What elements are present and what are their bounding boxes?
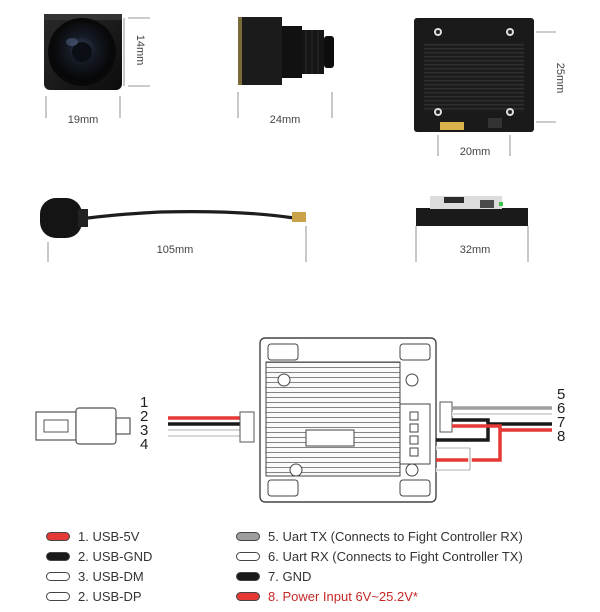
camera-side-length-label: 24mm: [269, 114, 301, 126]
legend-label: 7. GND: [268, 568, 312, 584]
wire-color-swatch: [46, 551, 70, 561]
legend-item: 6. Uart RX (Connects to Fight Controller…: [236, 547, 523, 565]
camera-front-width-label: 19mm: [67, 114, 99, 126]
legend-item: 2. USB-GND: [46, 547, 152, 565]
legend-label: 5. Uart TX (Connects to Fight Controller…: [268, 528, 523, 544]
vtx-width-label: 20mm: [459, 146, 491, 158]
pin-number: 4: [140, 436, 149, 453]
legend-item: 7. GND: [236, 567, 311, 585]
wire-color-swatch: [46, 571, 70, 581]
vtx-board-outline: [259, 337, 453, 503]
uart-wire-bundle: [436, 406, 552, 472]
legend-item: 3. USB-DM: [46, 567, 144, 585]
pin-number: 8: [557, 428, 566, 445]
legend-label: 3. USB-DM: [78, 568, 144, 584]
vtx-height-label: 25mm: [554, 62, 566, 94]
camera-side-view: [237, 17, 334, 118]
usb-wire-bundle: [168, 411, 255, 443]
legend-label: 2. USB-GND: [78, 548, 153, 564]
pin-number: 3: [140, 422, 149, 439]
pin-number: 7: [557, 414, 566, 431]
vtx-side-width-label: 32mm: [459, 244, 491, 256]
vtx-side-view: [415, 196, 529, 262]
pin-number: 6: [557, 400, 566, 417]
pin-number: 5: [557, 386, 566, 403]
camera-front-view: [44, 14, 150, 118]
pin-number: 1: [140, 394, 149, 411]
legend-item: 5. Uart TX (Connects to Fight Controller…: [236, 527, 523, 545]
wire-color-swatch: [46, 591, 70, 601]
left-pin-numbers: 1 2 3 4: [140, 394, 154, 453]
camera-front-height-label: 14mm: [134, 34, 146, 66]
legend-label: 2. USB-DP: [78, 588, 142, 604]
usb-connector: [35, 407, 131, 445]
antenna-length-label: 105mm: [156, 244, 194, 256]
legend-item: 1. USB-5V: [46, 527, 139, 545]
legend-item: 2. USB-DP: [46, 587, 142, 605]
vtx-top-view: [414, 18, 556, 156]
legend-label: 1. USB-5V: [78, 528, 140, 544]
wire-color-swatch: [46, 531, 70, 541]
legend-label: 6. Uart RX (Connects to Fight Controller…: [268, 548, 523, 564]
legend-item: 8. Power Input 6V~25.2V*: [236, 587, 418, 605]
wire-color-swatch: [236, 551, 260, 561]
right-pin-numbers: 5 6 7 8: [557, 386, 571, 445]
wire-color-swatch: [236, 591, 260, 601]
antenna: [40, 198, 307, 262]
wire-color-swatch: [236, 571, 260, 581]
wire-color-swatch: [236, 531, 260, 541]
legend-label: 8. Power Input 6V~25.2V*: [268, 588, 418, 604]
pin-number: 2: [140, 408, 149, 425]
